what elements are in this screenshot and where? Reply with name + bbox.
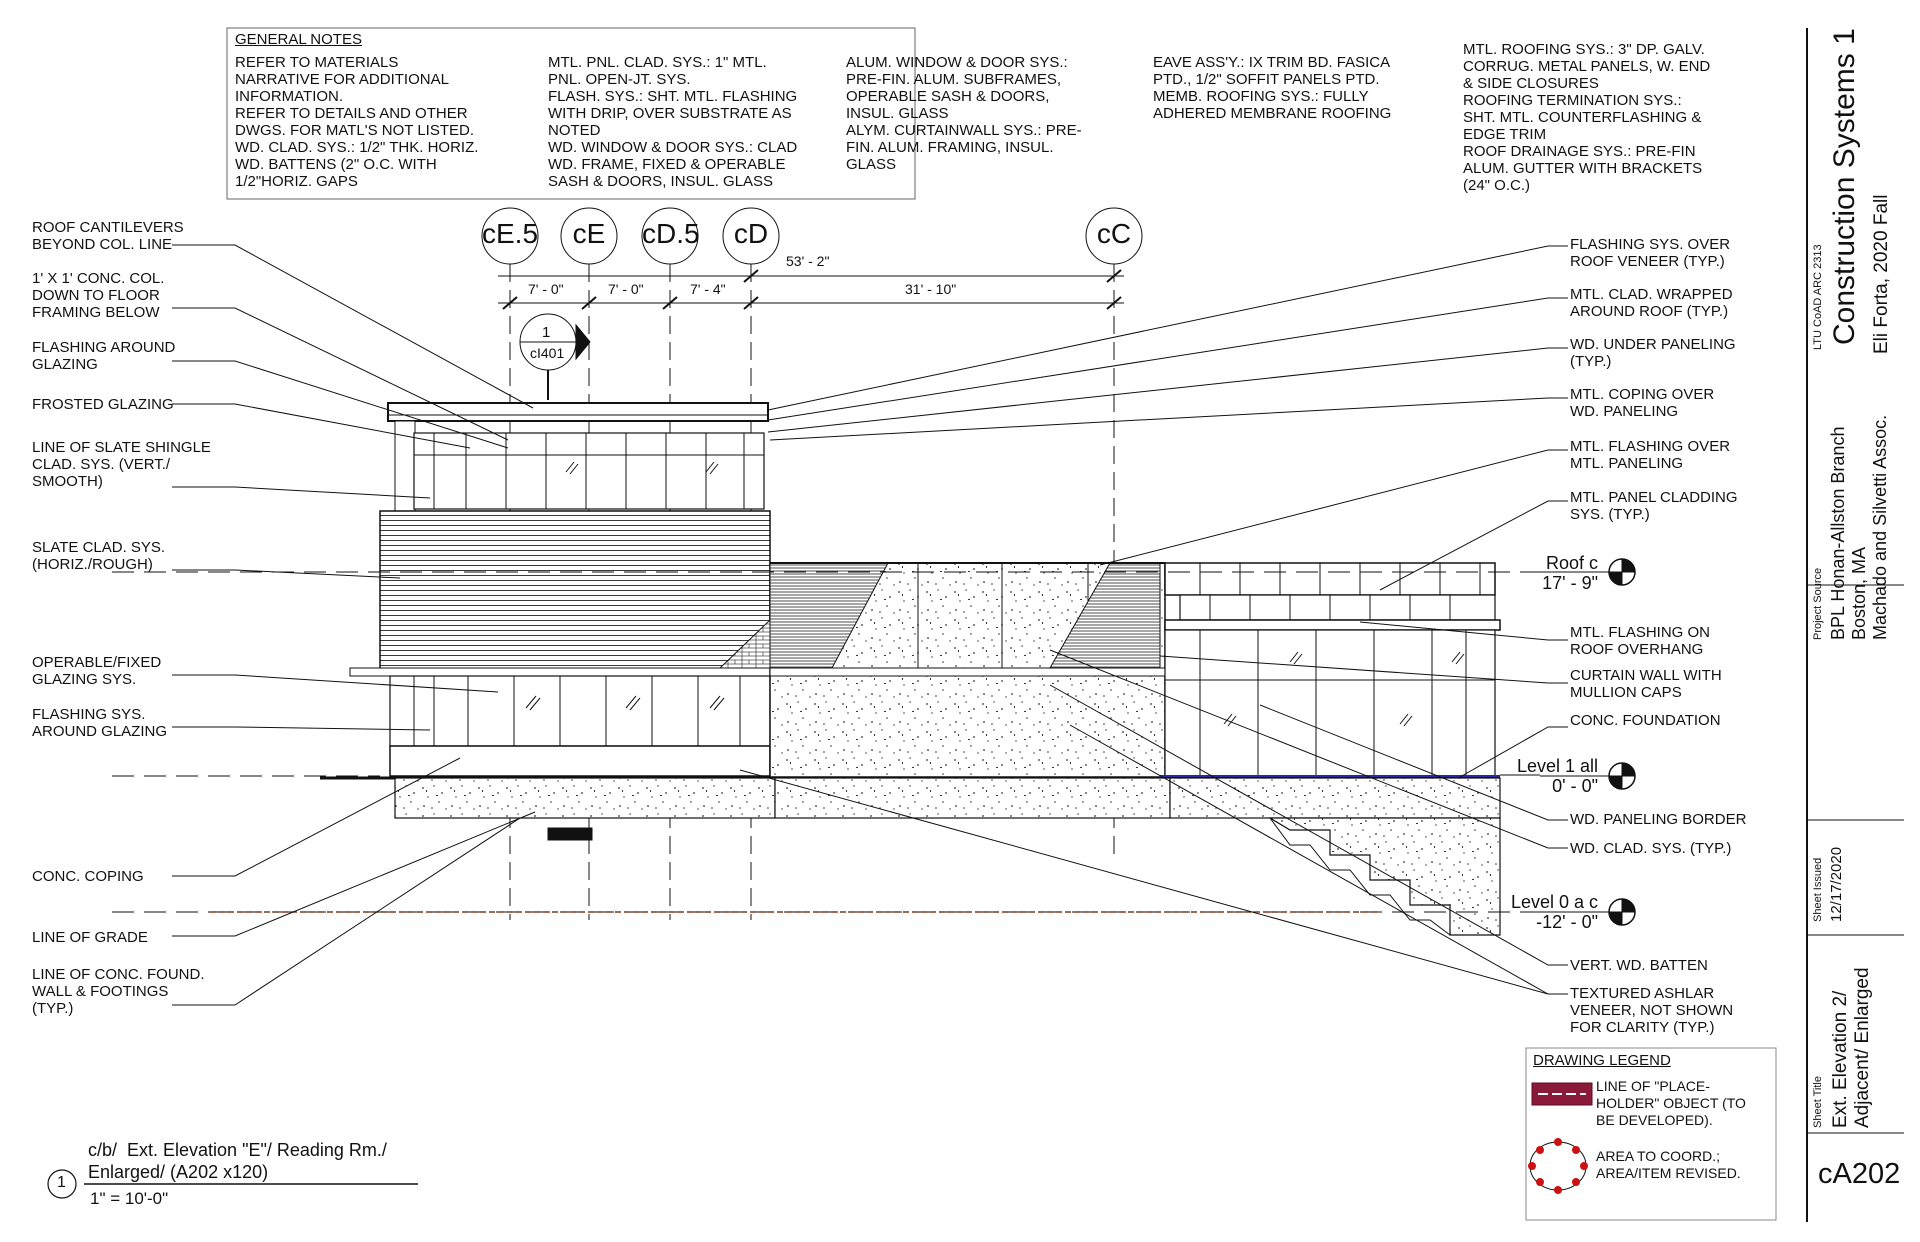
level-1-name: Level 1 all xyxy=(1516,756,1598,776)
dimension-segment-1: 7' - 0" xyxy=(528,281,564,297)
title-block-sheet-title-label: Sheet Title xyxy=(1812,1076,1824,1128)
callout-operable-glazing: OPERABLE/FIXED GLAZING SYS. xyxy=(32,654,162,688)
callout-mtl-clad-wrapped: MTL. CLAD. WRAPPED AROUND ROOF (TYP.) xyxy=(1570,286,1733,320)
view-title-line2: Enlarged/ (A202 x120) xyxy=(88,1162,269,1182)
callout-wd-under-paneling: WD. UNDER PANELING (TYP.) xyxy=(1570,336,1736,370)
dimension-segment-3: 7' - 4" xyxy=(690,281,726,297)
callout-roof-cantilevers: ROOF CANTILEVERS BEYOND COL. LINE xyxy=(32,219,184,253)
callout-curtain-wall: CURTAIN WALL WITH MULLION CAPS xyxy=(1570,667,1722,701)
general-notes-col2: MTL. PNL. CLAD. SYS.: 1" MTL. PNL. OPEN-… xyxy=(548,54,798,190)
title-block-date: 12/17/2020 xyxy=(1828,846,1845,922)
general-notes-col1: REFER TO MATERIALS NARRATIVE FOR ADDITIO… xyxy=(235,54,479,190)
title-block-sheet-title: Ext. Elevation 2/ Adjacent/ Enlarged xyxy=(1830,967,1873,1128)
callout-mtl-flashing-paneling: MTL. FLASHING OVER MTL. PANELING xyxy=(1570,438,1731,472)
section-marker-number: 1 xyxy=(542,324,551,341)
grid-label-cd: cD xyxy=(733,218,769,249)
title-block-project: BPL Honan-Allston Branch Boston, MA Mach… xyxy=(1828,414,1890,640)
view-title-line1: c/b/ Ext. Elevation "E"/ Reading Rm./ xyxy=(88,1140,387,1160)
title-block-author: Eli Forta, 2020 Fall xyxy=(1871,194,1892,354)
callout-conc-found: LINE OF CONC. FOUND. WALL & FOOTINGS (TY… xyxy=(32,966,205,1017)
legend-placeholder-item: LINE OF "PLACE- HOLDER" OBJECT (TO BE DE… xyxy=(1596,1078,1746,1128)
level-0-name: Level 0 a c xyxy=(1510,892,1598,912)
general-notes-col3: ALUM. WINDOW & DOOR SYS.: PRE-FIN. ALUM.… xyxy=(846,54,1082,173)
title-block-project-source-label: Project Source xyxy=(1812,567,1824,640)
level-roof-c-name: Roof c xyxy=(1545,553,1598,573)
callout-flashing-sys-glazing: FLASHING SYS. AROUND GLAZING xyxy=(32,706,168,740)
callout-wd-paneling-border: WD. PANELING BORDER xyxy=(1570,811,1747,828)
callout-mtl-coping: MTL. COPING OVER WD. PANELING xyxy=(1570,386,1715,420)
section-marker-sheet: cI401 xyxy=(530,345,565,361)
title-block-sheet-issued-label: Sheet Issued xyxy=(1812,857,1824,922)
callout-conc-coping: CONC. COPING xyxy=(32,868,144,885)
grid-label-cc: cC xyxy=(1096,218,1132,249)
legend-revised-item: AREA TO COORD.; AREA/ITEM REVISED. xyxy=(1596,1148,1741,1181)
legend-title: DRAWING LEGEND xyxy=(1533,1052,1671,1069)
callout-conc-col: 1' X 1' CONC. COL. DOWN TO FLOOR FRAMING… xyxy=(32,270,165,321)
view-title-number: 1 xyxy=(57,1174,66,1191)
title-block-sheet-number: cA202 xyxy=(1818,1158,1901,1190)
callout-textured-ashlar: TEXTURED ASHLAR VENEER, NOT SHOWN FOR CL… xyxy=(1570,985,1734,1036)
callout-frosted-glazing: FROSTED GLAZING xyxy=(32,396,174,413)
dimension-segment-2: 7' - 0" xyxy=(608,281,644,297)
callout-mtl-panel-cladding: MTL. PANEL CLADDING SYS. (TYP.) xyxy=(1570,489,1738,523)
callout-flashing-roof-veneer: FLASHING SYS. OVER ROOF VENEER (TYP.) xyxy=(1570,236,1731,270)
grid-label-ce: cE xyxy=(572,218,606,249)
level-roof-c-elevation: 17' - 9" xyxy=(1542,573,1598,593)
callout-flashing-around-glazing: FLASHING AROUND GLAZING xyxy=(32,339,176,373)
grid-label-cd5: cD.5 xyxy=(642,218,700,249)
view-title-scale: 1" = 10'-0" xyxy=(90,1189,169,1208)
general-notes-col5: MTL. ROOFING SYS.: 3" DP. GALV. CORRUG. … xyxy=(1463,41,1711,194)
general-notes-heading: GENERAL NOTES xyxy=(235,31,362,48)
title-block-course: LTU CoAD ARC 2313 xyxy=(1812,244,1824,350)
callout-wd-clad-sys: WD. CLAD. SYS. (TYP.) xyxy=(1570,840,1732,857)
general-notes-col4: EAVE ASS'Y.: IX TRIM BD. FASICA PTD., 1/… xyxy=(1153,54,1392,122)
callout-slate-clad: SLATE CLAD. SYS. (HORIZ./ROUGH) xyxy=(32,539,166,573)
grid-label-ce5: cE.5 xyxy=(482,218,539,249)
callout-mtl-flashing-overhang: MTL. FLASHING ON ROOF OVERHANG xyxy=(1570,624,1711,658)
callout-slate-shingle: LINE OF SLATE SHINGLE CLAD. SYS. (VERT./… xyxy=(32,439,211,490)
callout-vert-wd-batten: VERT. WD. BATTEN xyxy=(1570,957,1708,974)
level-0-elevation: -12' - 0" xyxy=(1536,912,1598,932)
title-block-course-title: Construction Systems 1 xyxy=(1828,28,1861,345)
callout-line-of-grade: LINE OF GRADE xyxy=(32,929,148,946)
dimension-overall: 53' - 2" xyxy=(786,253,830,269)
level-1-elevation: 0' - 0" xyxy=(1552,776,1598,796)
dimension-segment-4: 31' - 10" xyxy=(905,281,957,297)
callout-conc-foundation: CONC. FOUNDATION xyxy=(1570,712,1721,729)
